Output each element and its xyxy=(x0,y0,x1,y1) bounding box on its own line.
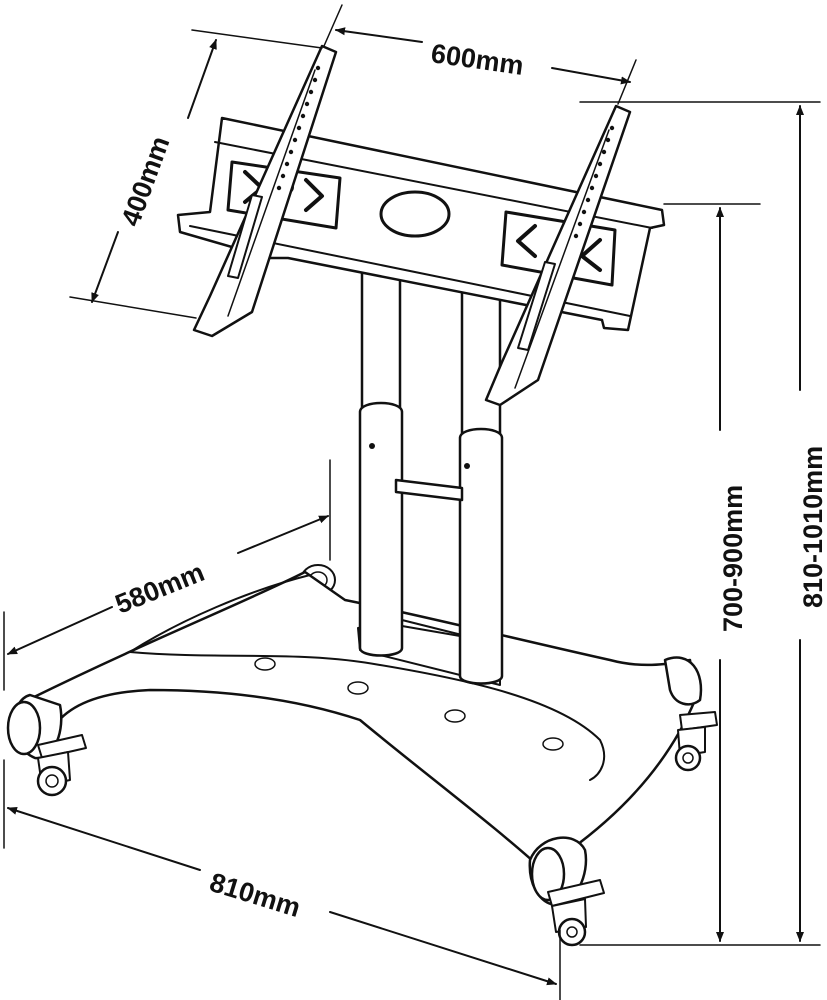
dim-mount-width: 600mm xyxy=(429,38,525,81)
dim-base-width: 810mm xyxy=(206,867,304,923)
left-front-caster xyxy=(36,734,87,797)
dim-height-to-bracket: 700-900mm xyxy=(718,485,748,632)
dim-total-height: 810-1010mm xyxy=(798,446,827,608)
dimension-lines xyxy=(3,4,821,1000)
stand-base xyxy=(6,564,718,947)
left-vesa-arm xyxy=(192,44,338,338)
right-rear-caster xyxy=(674,711,718,772)
right-vesa-arm xyxy=(484,104,632,407)
dim-mount-height: 400mm xyxy=(115,132,175,230)
right-front-caster xyxy=(547,879,605,947)
stand-columns xyxy=(357,268,504,686)
dim-base-depth: 580mm xyxy=(111,557,209,620)
